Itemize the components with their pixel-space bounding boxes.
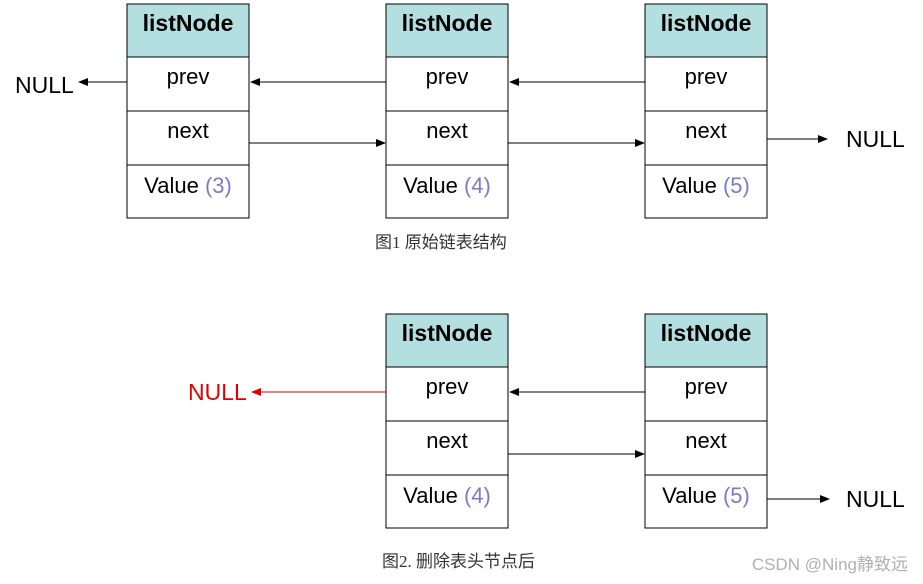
figure-2-caption: 图2. 删除表头节点后: [382, 552, 535, 571]
node-prev-box: [385, 366, 509, 422]
node-header-box: [385, 313, 509, 368]
node-next-box: [644, 110, 768, 166]
node-prev-label: prev: [685, 64, 728, 89]
null-label-left-red: NULL: [188, 379, 247, 405]
node-value-box: [385, 164, 509, 219]
f2-node-1: listNode prev next Value (4): [385, 313, 509, 529]
node-next-box: [126, 110, 250, 166]
node-prev-label: prev: [167, 64, 210, 89]
node-value-box: [644, 164, 768, 219]
node-value-label: Value (4): [403, 483, 491, 508]
null-label-right: NULL: [846, 486, 905, 512]
value-number: (4): [464, 173, 491, 198]
node-next-label: next: [685, 428, 727, 453]
node-next-label: next: [426, 428, 468, 453]
node-title: listNode: [661, 320, 752, 346]
node-prev-label: prev: [426, 64, 469, 89]
node-header-box: [126, 3, 250, 58]
f1-node-3: listNode prev next Value (5): [644, 3, 768, 219]
node-next-label: next: [426, 118, 468, 143]
node-value-label: Value (5): [662, 483, 750, 508]
node-value-box: [385, 474, 509, 529]
node-next-label: next: [685, 118, 727, 143]
node-title: listNode: [402, 320, 493, 346]
node-title: listNode: [402, 10, 493, 36]
node-title: listNode: [143, 10, 234, 36]
value-number: (5): [723, 483, 750, 508]
node-value-label: Value (3): [144, 173, 232, 198]
value-number: (4): [464, 483, 491, 508]
value-prefix: Value: [403, 173, 458, 198]
f1-node-1: listNode prev next Value (3): [126, 3, 250, 219]
value-prefix: Value: [403, 483, 458, 508]
node-header-box: [644, 313, 768, 368]
figure-2: listNode prev next Value (4) listNode pr…: [188, 313, 905, 571]
value-number: (5): [723, 173, 750, 198]
node-header-box: [385, 3, 509, 58]
node-value-label: Value (4): [403, 173, 491, 198]
node-prev-label: prev: [685, 374, 728, 399]
node-value-box: [126, 164, 250, 219]
node-prev-box: [385, 56, 509, 112]
value-prefix: Value: [662, 483, 717, 508]
node-title: listNode: [661, 10, 752, 36]
node-next-label: next: [167, 118, 209, 143]
f2-node-2: listNode prev next Value (5): [644, 313, 768, 529]
node-prev-box: [126, 56, 250, 112]
node-value-box: [644, 474, 768, 529]
value-number: (3): [205, 173, 232, 198]
watermark: CSDN @Ning静致远: [752, 555, 908, 574]
node-prev-box: [644, 56, 768, 112]
value-prefix: Value: [144, 173, 199, 198]
f1-node-2: listNode prev next Value (4): [385, 3, 509, 219]
null-label-right: NULL: [846, 126, 905, 152]
node-next-box: [385, 420, 509, 476]
node-prev-box: [644, 366, 768, 422]
node-next-box: [644, 420, 768, 476]
null-label-left: NULL: [15, 72, 74, 98]
node-value-label: Value (5): [662, 173, 750, 198]
figure-1-caption: 图1 原始链表结构: [375, 233, 507, 252]
node-prev-label: prev: [426, 374, 469, 399]
figure-1: listNode prev next Value (3) listNode pr…: [15, 3, 905, 252]
value-prefix: Value: [662, 173, 717, 198]
